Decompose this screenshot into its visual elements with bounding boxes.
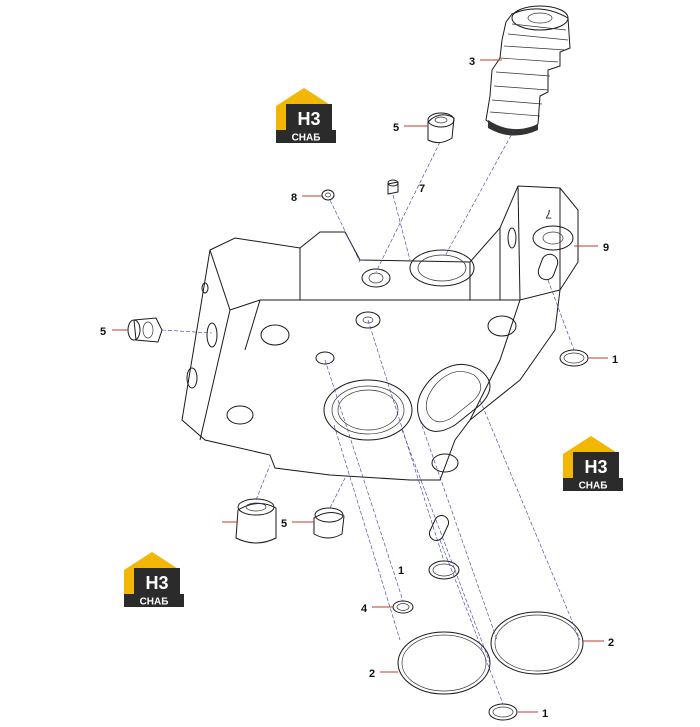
callout-1-middle: 1	[398, 565, 404, 577]
plug-5-top	[427, 112, 455, 144]
callout-5-top: 5	[393, 122, 428, 134]
plug-5-bottom	[313, 507, 345, 539]
callouts: 3 5 8 7 9 5 1 5	[100, 56, 618, 720]
callout-1-bottom: 1	[518, 708, 548, 720]
callout-5-bottom: 5	[281, 518, 314, 530]
logo-mark: H3	[297, 109, 320, 129]
logo-name: СНАБ	[579, 481, 608, 492]
oring-1-right	[559, 349, 589, 367]
logo-mark: H3	[145, 573, 168, 593]
svg-text:8: 8	[291, 192, 297, 204]
logo-badge	[134, 568, 180, 598]
screw-6	[387, 179, 399, 195]
svg-text:2: 2	[608, 637, 614, 649]
svg-text:1: 1	[612, 354, 618, 366]
callout-4: 4	[361, 603, 393, 615]
svg-text:2: 2	[369, 668, 375, 680]
callout-2-right: 2	[583, 637, 614, 649]
oring-2-right	[490, 611, 584, 675]
brand-logo-top: H3 СНАБ	[276, 88, 336, 144]
svg-text:3: 3	[469, 56, 475, 68]
svg-text:5: 5	[393, 122, 399, 134]
callout-2-left: 2	[369, 668, 398, 680]
svg-text:5: 5	[281, 518, 287, 530]
cartridge-valve	[485, 5, 571, 136]
oring-1-bottom	[488, 703, 518, 721]
svg-text:7: 7	[419, 183, 425, 195]
callout-6: 7	[419, 183, 425, 195]
oring-1-middle	[428, 560, 460, 580]
oring-4	[392, 600, 414, 614]
callout-1-right: 1	[588, 354, 618, 366]
block-marking: 7	[545, 207, 552, 221]
callout-7: 8	[291, 192, 322, 204]
valve-block: 7	[181, 185, 579, 541]
svg-text:1: 1	[398, 565, 404, 577]
svg-text:9: 9	[603, 242, 609, 254]
logo-mark: H3	[584, 457, 607, 477]
plug-9	[235, 498, 277, 544]
logo-badge	[286, 104, 332, 134]
svg-text:1: 1	[542, 708, 548, 720]
nut-7	[321, 189, 335, 201]
logo-name: СНАБ	[292, 133, 321, 144]
brand-logo-right: H3 СНАБ	[563, 436, 623, 492]
plug-5-left	[127, 317, 163, 343]
callout-5-left: 5	[100, 326, 128, 338]
logo-badge	[573, 452, 619, 482]
svg-text:5: 5	[100, 326, 106, 338]
svg-text:4: 4	[361, 603, 368, 615]
oring-2-left	[397, 631, 491, 695]
callout-8: 9	[574, 242, 609, 254]
brand-logo-left: H3 СНАБ	[124, 552, 184, 608]
assembly-lines	[161, 129, 581, 705]
callout-3: 3	[469, 56, 502, 68]
logo-name: СНАБ	[140, 597, 169, 608]
